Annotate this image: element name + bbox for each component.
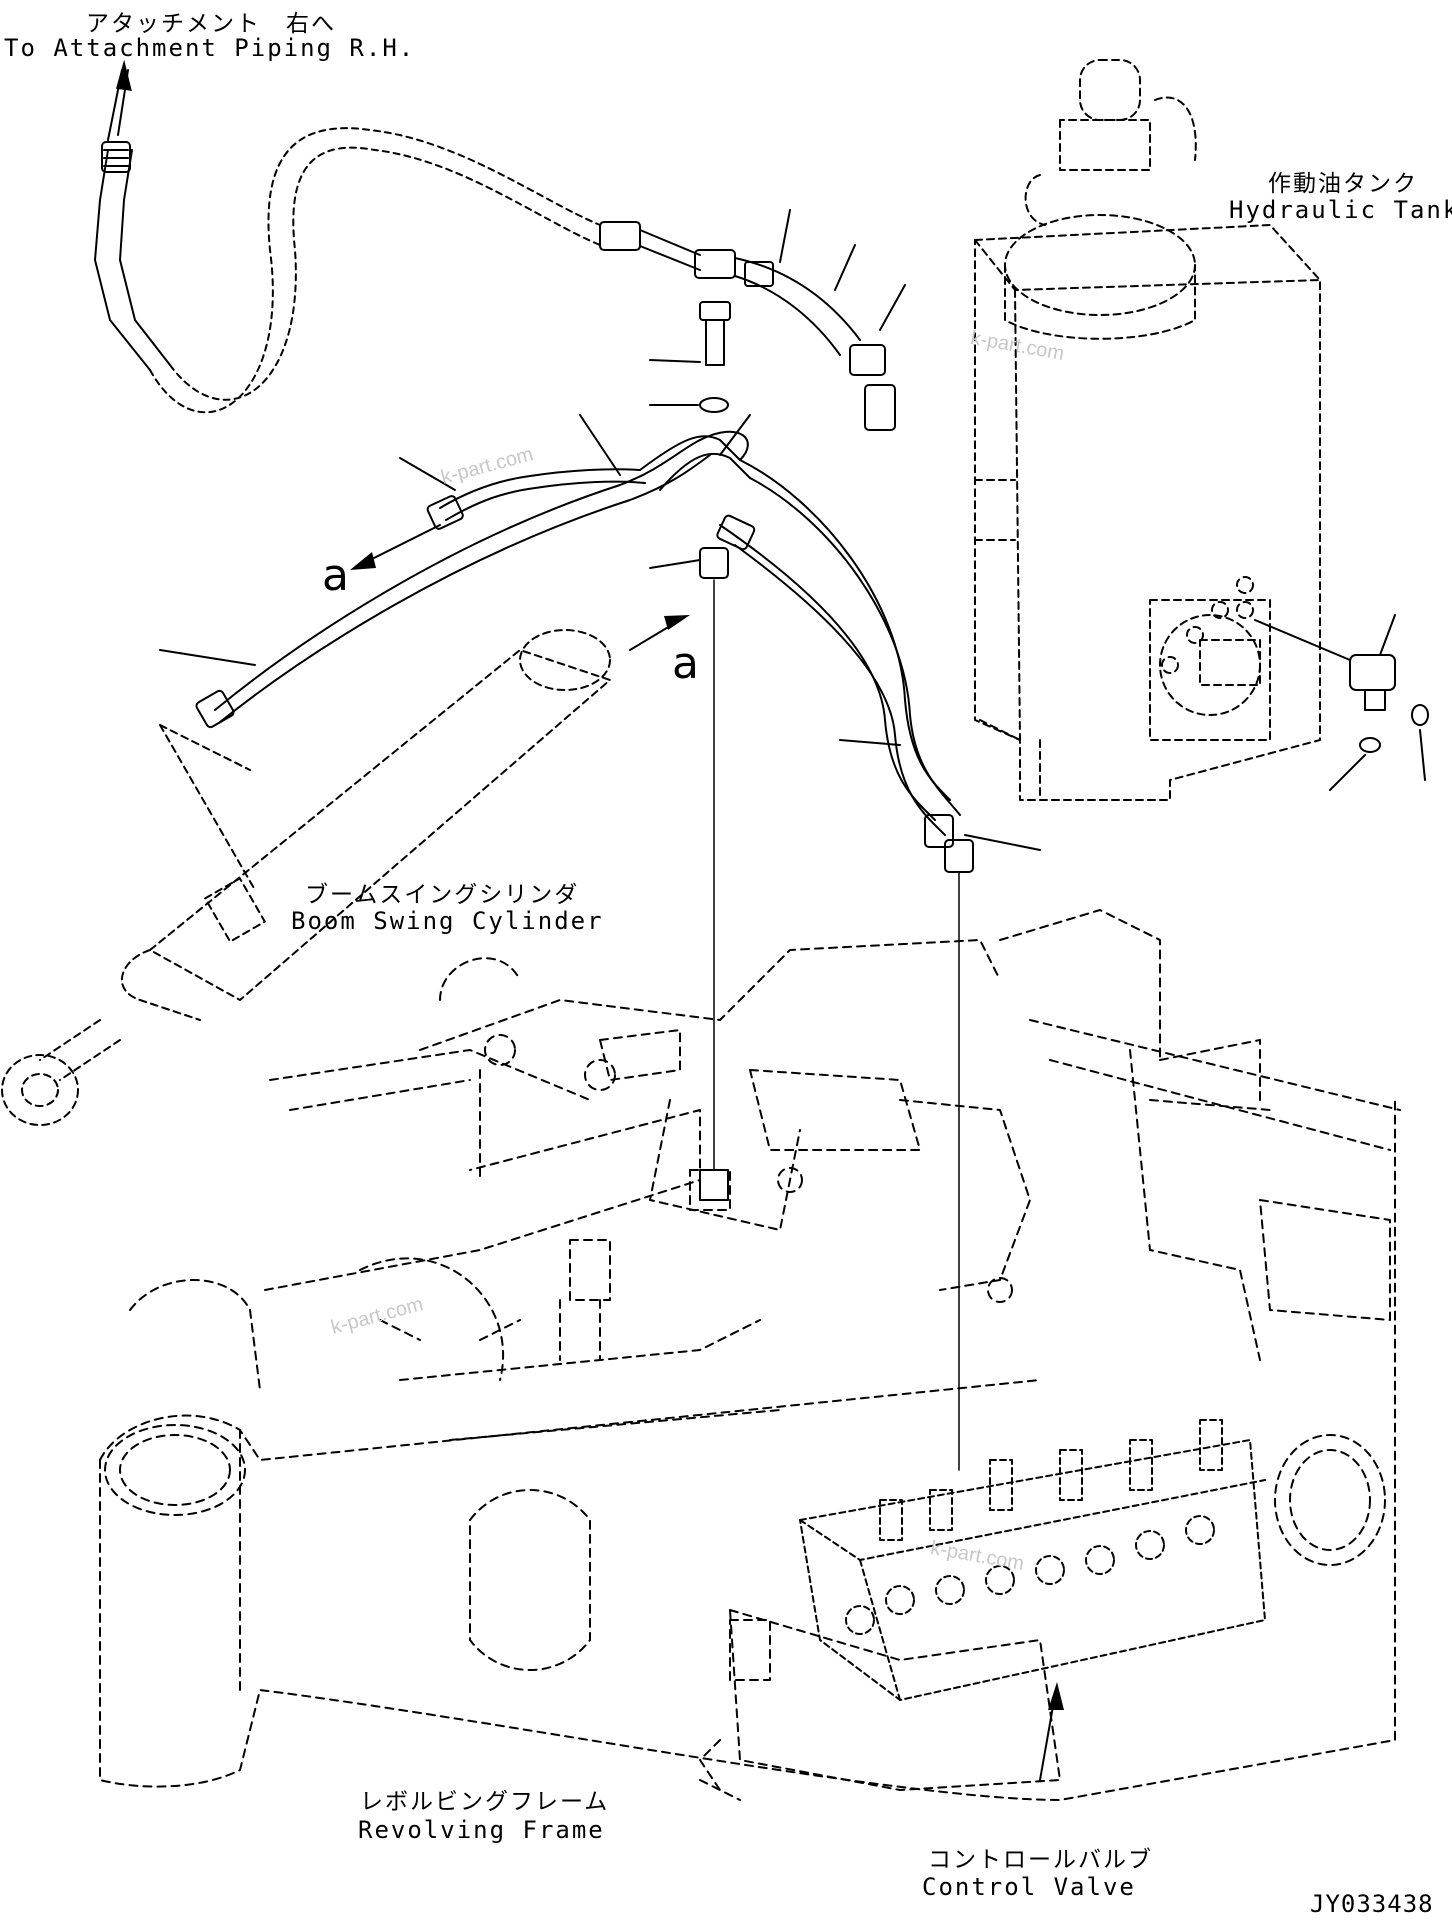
drawing-code: JY033438 (1310, 1890, 1434, 1918)
valve-label-en: Control Valve (922, 1873, 1136, 1901)
ref-a-right: a (672, 638, 699, 689)
boom-swing-cylinder (1, 629, 611, 1126)
valve-arrow (1039, 1682, 1064, 1781)
tank-label-en: Hydraulic Tank (1229, 196, 1452, 224)
ref-a-left: a (322, 550, 349, 601)
control-valve (799, 1419, 1266, 1701)
frame-label-en: Revolving Frame (358, 1816, 605, 1844)
attachment-label-en: To Attachment Piping R.H. (4, 34, 416, 62)
attachment-hose (94, 69, 601, 414)
boom-swing-hoses (159, 414, 1041, 1471)
ref-a-arrows (350, 524, 690, 651)
attachment-arrow (115, 59, 132, 136)
upper-hose (599, 209, 906, 431)
cylinder-label-en: Boom Swing Cylinder (291, 907, 604, 935)
clamp-fasteners (649, 301, 731, 1201)
cylinder-label-jp: ブームスイングシリンダ (305, 882, 580, 908)
hydraulic-tank (974, 59, 1321, 801)
valve-label-jp: コントロールバルブ (928, 1847, 1153, 1873)
frame-label-jp: レボルビングフレーム (360, 1789, 610, 1815)
revolving-frame (99, 909, 1401, 1801)
tank-fitting (1254, 614, 1429, 791)
tank-label-jp: 作動油タンク (1268, 171, 1418, 197)
attachment-label-jp: アタッチメント 右へ (86, 11, 336, 37)
